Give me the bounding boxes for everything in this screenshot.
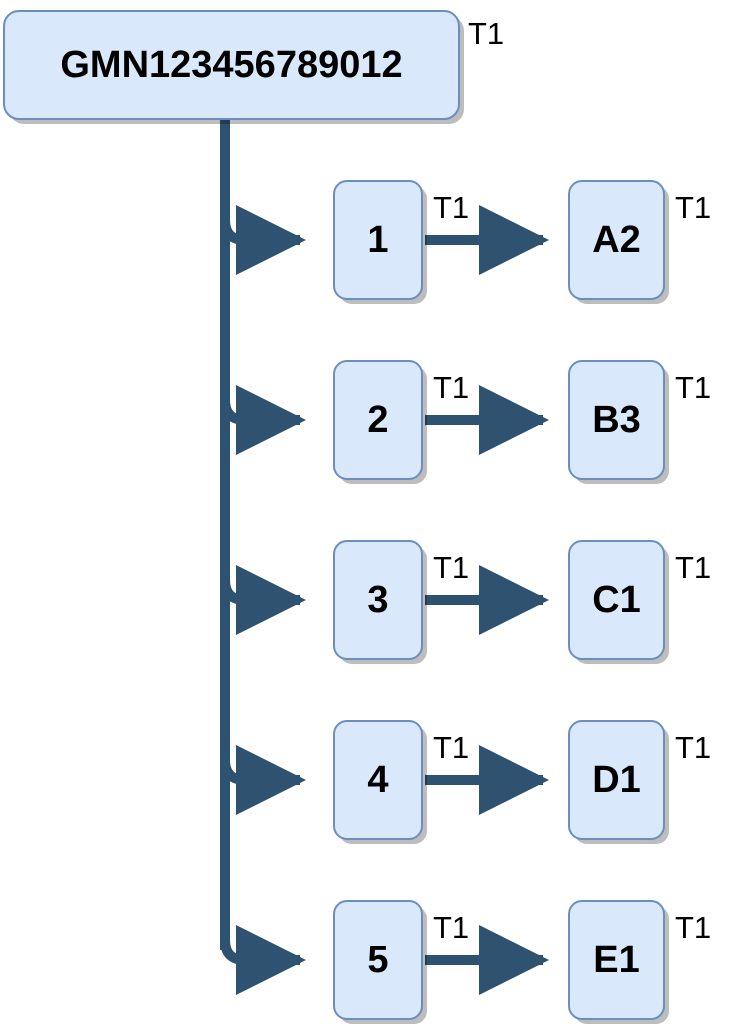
node-leaf-3-label: C1 (592, 578, 641, 621)
node-mid-1-label: 1 (367, 218, 389, 261)
edge-label-4: T1 (433, 730, 470, 765)
node-leaf-2[interactable]: B3 (568, 360, 665, 480)
node-leaf-5-label: E1 (593, 938, 640, 981)
node-mid-4[interactable]: 4 (333, 720, 423, 840)
node-leaf-3-corner-label: T1 (675, 550, 712, 585)
node-mid-2[interactable]: 2 (333, 360, 423, 480)
branch-connector-3 (220, 565, 306, 635)
node-leaf-2-label: B3 (592, 398, 641, 441)
node-root-corner-label: T1 (468, 16, 505, 51)
node-mid-5[interactable]: 5 (333, 900, 423, 1020)
node-leaf-4-label: D1 (592, 758, 641, 801)
node-leaf-4-corner-label: T1 (675, 730, 712, 765)
edge-label-5: T1 (433, 910, 470, 945)
node-mid-2-label: 2 (367, 398, 389, 441)
branch-connector-1 (220, 205, 306, 275)
node-mid-4-label: 4 (367, 758, 389, 801)
branch-connector-2 (220, 385, 306, 455)
node-mid-5-label: 5 (367, 938, 389, 981)
node-leaf-2-corner-label: T1 (675, 370, 712, 405)
node-leaf-5-corner-label: T1 (675, 910, 712, 945)
branch-connector-4 (220, 745, 306, 815)
edge-label-1: T1 (433, 190, 470, 225)
node-leaf-1-corner-label: T1 (675, 190, 712, 225)
node-mid-1[interactable]: 1 (333, 180, 423, 300)
edge-label-3: T1 (433, 550, 470, 585)
node-mid-3-label: 3 (367, 578, 389, 621)
branch-connector-5 (220, 925, 306, 995)
node-root-label: GMN123456789012 (60, 43, 403, 86)
node-leaf-1-label: A2 (592, 218, 641, 261)
edge-label-2: T1 (433, 370, 470, 405)
node-mid-3[interactable]: 3 (333, 540, 423, 660)
node-leaf-1[interactable]: A2 (568, 180, 665, 300)
node-leaf-3[interactable]: C1 (568, 540, 665, 660)
node-root[interactable]: GMN123456789012 (3, 10, 460, 120)
node-leaf-4[interactable]: D1 (568, 720, 665, 840)
node-leaf-5[interactable]: E1 (568, 900, 665, 1020)
